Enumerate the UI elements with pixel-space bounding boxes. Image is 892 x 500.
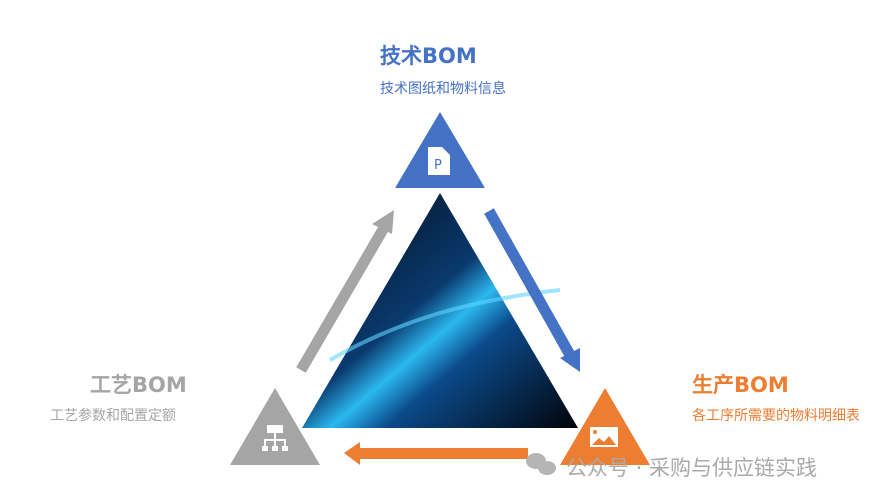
wechat-icon (526, 453, 556, 475)
watermark-name: 采购与供应链实践 (649, 456, 818, 480)
tech-bom-title: 技术BOM (380, 44, 477, 68)
gray-arrow-up (296, 210, 394, 373)
svg-text:P: P (434, 158, 442, 173)
file-p-icon: P (428, 147, 450, 175)
watermark-prefix: 公众号 · (566, 456, 650, 480)
blue-arrow-down (484, 208, 580, 372)
production-bom-desc: 各工序所需要的物料明细表 (692, 408, 860, 424)
image-icon (590, 427, 618, 447)
process-bom-title: 工艺BOM (90, 373, 187, 397)
center-image-triangle (302, 193, 578, 428)
orange-arrow-left (344, 442, 528, 465)
watermark: 公众号 · 采购与供应链实践 (566, 452, 817, 482)
production-bom-title: 生产BOM (692, 373, 789, 397)
org-chart-icon (262, 425, 288, 451)
tech-bom-desc: 技术图纸和物料信息 (380, 81, 506, 97)
center-light-streak (329, 288, 561, 362)
process-bom-desc: 工艺参数和配置定额 (50, 408, 176, 424)
production-triangle (560, 388, 650, 465)
